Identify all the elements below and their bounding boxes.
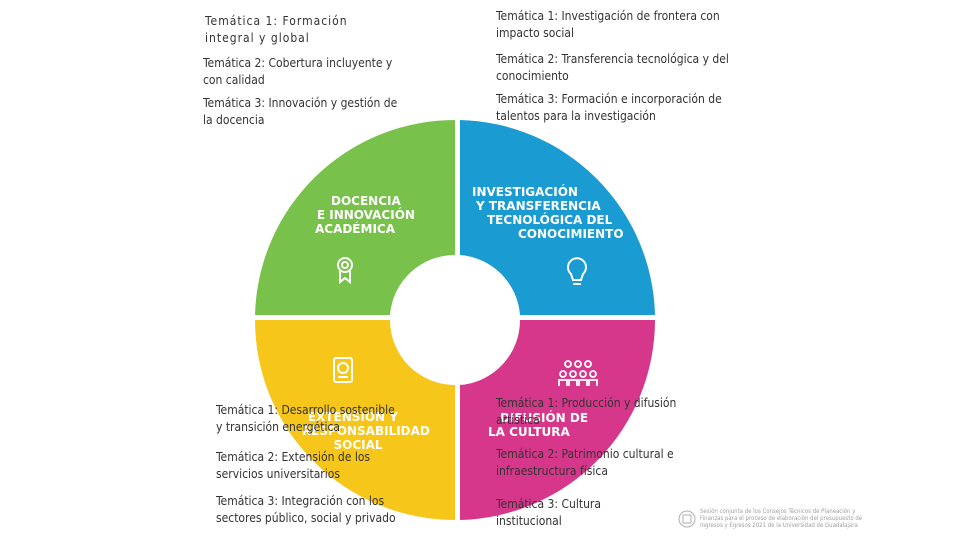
lightbulb-icon <box>567 257 587 285</box>
award-icon <box>337 257 353 285</box>
passport-icon <box>333 357 353 383</box>
difusion-quadrant <box>460 320 655 520</box>
extension-label-2: RESPONSABILIDAD <box>302 424 430 438</box>
investigacion-label-1: INVESTIGACIÓN <box>472 184 578 199</box>
investigacion-label-2: Y TRANSFERENCIA <box>475 199 601 213</box>
people-icon <box>558 360 598 386</box>
svg-text:DIFUSIÓN DE LA CULTURA: DIFUSIÓN DE LA CULTURA <box>488 410 592 439</box>
footer-text: Sesión conjunta de los Consejos Técnicos… <box>700 508 863 529</box>
university-seal-icon <box>678 510 696 527</box>
investigacion-label-3: TECNOLÓGICA DEL <box>487 212 613 227</box>
docencia-label-1: DOCENCIA <box>331 194 401 208</box>
investigacion-quadrant <box>460 120 655 315</box>
investigacion-label-4: CONOCIMIENTO <box>518 227 624 241</box>
difusion-label-1: DIFUSIÓN DE <box>500 410 588 425</box>
extension-label-1: EXTENSIÓN Y <box>308 409 398 424</box>
difusion-label-2: LA CULTURA <box>488 425 570 439</box>
investigacion-topic-2: Temática 2: Transferencia tecnológica y … <box>496 52 729 83</box>
docencia-label-3: ACADÉMICA <box>315 221 396 236</box>
svg-text:EXTENSIÓN Y RESPONSABILIDA: EXTENSIÓN Y RESPONSABILIDAD SOCIAL <box>302 409 434 452</box>
svg-text:DOCENCIA E INNOVACIÓN: DOCENCIA E INNOVACIÓN ACADÉMICA <box>315 194 419 236</box>
svg-text:INVESTIGACIÓN Y TRANSFEREN: INVESTIGACIÓN Y TRANSFERENCIA TECNOLÓGIC… <box>472 184 624 241</box>
extension-label-3: SOCIAL <box>333 438 382 452</box>
strategic-wheel: DOCENCIA E INNOVACIÓN ACADÉMICA INVESTIG… <box>255 120 655 520</box>
investigacion-topic-1: Temática 1: Investigación de frontera co… <box>496 9 720 40</box>
docencia-label-2: E INNOVACIÓN <box>317 207 415 222</box>
investigacion-topic-3: Temática 3: Formación e incorporación de… <box>496 92 722 123</box>
docencia-quadrant <box>255 120 455 315</box>
footer-note: Sesión conjunta de los Consejos Técnicos… <box>678 508 918 529</box>
extension-quadrant <box>255 320 455 520</box>
